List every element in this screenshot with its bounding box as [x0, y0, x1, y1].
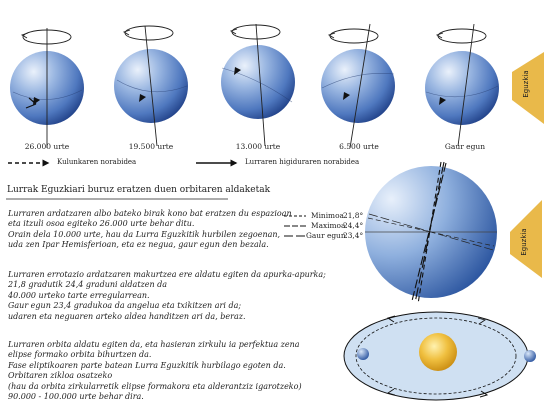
paragraph-obliquity: Lurraren errotazio ardatzaren makurtzea …: [8, 270, 326, 322]
obliquity-min-value: 21,8°: [343, 211, 364, 220]
paragraph-line: (hau da orbita zirkularretik elipse form…: [8, 381, 302, 391]
orbit-diagram: [343, 311, 536, 401]
legend-pendulum-label: Kulunkaren norabidea: [57, 158, 137, 166]
paragraph-eccentricity: Lurraren orbita aldatu egiten da, eta ha…: [8, 340, 302, 402]
obliquity-today-label: Gaur egun: [306, 231, 346, 240]
obliquity-max-label: Maximoa: [311, 221, 346, 230]
obliquity-today-value: 23,4°: [343, 231, 364, 240]
sun-label-top: Eguzkia: [522, 70, 530, 98]
globe-13000: [221, 23, 295, 147]
paragraph-line: udaren eta neguaren arteko aldea handitz…: [8, 311, 246, 321]
year-label-19500: 19.500 urte: [128, 142, 174, 151]
paragraph-line: Orain dela 10.000 urte, hau da Lurra Egu…: [8, 229, 281, 239]
globe-6500: [321, 23, 395, 149]
paragraph-line: Lurraren errotazio ardatzaren makurtzea …: [8, 270, 326, 279]
sun-arrow-top: [512, 52, 544, 124]
obliquity-legend-lines: [284, 215, 306, 237]
paragraph-line: Orbitaren zikloa osatzeko: [8, 371, 113, 381]
globe-today: [425, 23, 499, 147]
obliquity-max-value: 24,4°: [343, 221, 364, 230]
paragraph-line: 90.000 - 100.000 urte behar dira.: [8, 392, 144, 402]
globe-19500: [114, 25, 188, 147]
paragraph-line: Lurraren orbita aldatu egiten da, eta ha…: [8, 340, 300, 349]
paragraph-line: Gaur egun 23,4 gradukoa da angelua eta t…: [8, 301, 242, 311]
sun-arrow-middle: [510, 200, 542, 278]
paragraph-line: eta itzuli osoa egiteko 26.000 urte beha…: [8, 219, 195, 229]
paragraph-line: Fase eliptikoaren parte batean Lurra Egu…: [8, 360, 286, 370]
paragraph-line: Lurraren ardatzaren albo bateko birak ko…: [8, 209, 292, 218]
sun-label-middle: Eguzkia: [520, 228, 528, 256]
year-label-6500: 6.500 urte: [339, 142, 379, 151]
section-title: Lurrak Eguzkiari buruz eratzen duen orbi…: [7, 185, 271, 195]
obliquity-min-label: Minimoa: [311, 211, 344, 220]
paragraph-line: uda zen Ipar Hemisferioan, eta ez negua,…: [8, 240, 269, 250]
paragraph-line: elipse formako orbita bihurtzen da.: [8, 350, 152, 360]
year-label-today: Gaur egun: [444, 142, 486, 151]
paragraph-line: 40.000 urteko tarte erregularrean.: [8, 290, 150, 300]
globe-26000: [10, 28, 84, 148]
legend-earth-label: Lurraren higiduraren norabidea: [245, 158, 360, 166]
year-label-13000: 13.000 urte: [235, 142, 281, 151]
year-label-26000: 26.000 urte: [24, 142, 70, 151]
obliquity-globe: [365, 161, 497, 305]
paragraph-line: 21,8 gradutik 24,4 graduni aldatzen da: [8, 280, 168, 290]
paragraph-precession: Lurraren ardatzaren albo bateko birak ko…: [8, 209, 292, 251]
